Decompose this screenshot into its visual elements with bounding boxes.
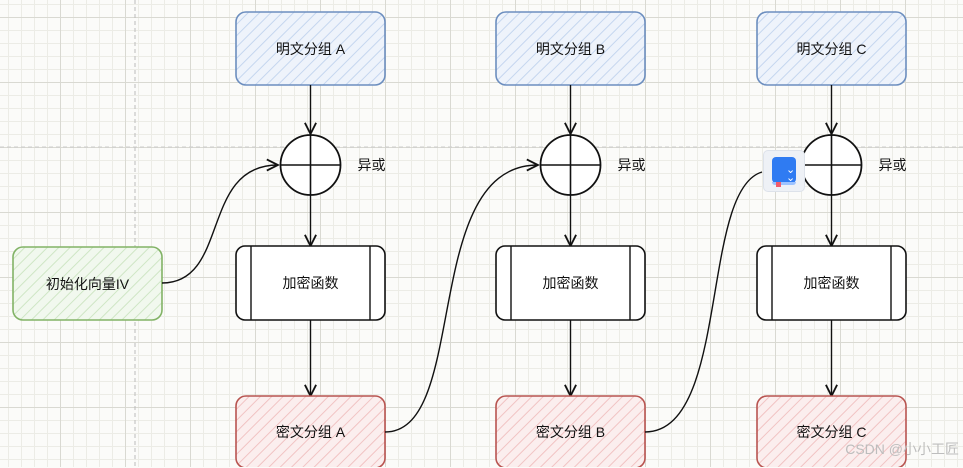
plaintext-label-b[interactable]: 明文分组 B — [535, 40, 606, 57]
plaintext-label-c[interactable]: 明文分组 C — [796, 40, 867, 57]
book-app-icon[interactable]: ⌄⌄ — [763, 150, 805, 192]
ciphertext-label-c[interactable]: 密文分组 C — [796, 424, 867, 440]
xor-label-c: 异或 — [878, 157, 907, 173]
encrypt-label-a[interactable]: 加密函数 — [282, 275, 339, 291]
xor-label-b: 异或 — [617, 157, 646, 173]
encrypt-label-c[interactable]: 加密函数 — [803, 275, 860, 291]
ciphertext-label-a[interactable]: 密文分组 A — [275, 424, 346, 440]
xor-label-a: 异或 — [357, 157, 386, 173]
iv-label[interactable]: 初始化向量IV — [45, 275, 130, 292]
chain-arrow-b — [644, 171, 763, 433]
ciphertext-label-b[interactable]: 密文分组 B — [535, 424, 606, 440]
chain-arrow-a — [384, 165, 538, 433]
plaintext-label-a[interactable]: 明文分组 A — [275, 40, 346, 57]
watermark: CSDN @小小工匠 — [845, 441, 959, 457]
ciphertext-box-c — [756, 395, 907, 467]
iv-arrow — [161, 165, 278, 284]
encrypt-label-b[interactable]: 加密函数 — [542, 275, 599, 291]
